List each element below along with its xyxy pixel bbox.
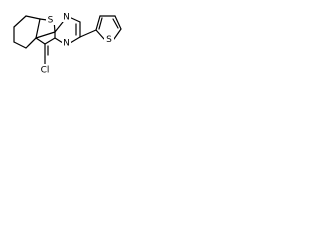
atom-label-chlorine: Cl <box>41 66 50 76</box>
pyrimidine-ring <box>35 16 81 58</box>
bond <box>113 28 122 40</box>
bond <box>95 15 101 31</box>
atom-label-sulfur-thiophene: S <box>106 35 112 45</box>
bond <box>27 37 37 47</box>
bond <box>25 15 41 20</box>
label-background <box>46 15 55 25</box>
bond <box>35 18 41 39</box>
bond <box>69 36 81 44</box>
bond <box>98 17 103 30</box>
bond <box>35 37 46 45</box>
label-background <box>104 34 114 44</box>
bond <box>44 37 56 45</box>
chemical-structure-diagram: S N N S Cl <box>13 12 122 76</box>
label-background <box>37 64 53 75</box>
atom-labels: S N N S Cl <box>37 12 114 76</box>
bond <box>95 29 105 40</box>
bond <box>54 21 64 33</box>
label-background <box>62 38 71 48</box>
bond <box>54 37 64 44</box>
bond <box>13 15 27 28</box>
atom-label-sulfur-fused: S <box>48 16 54 26</box>
thiophene-substituent-ring <box>95 15 122 40</box>
bond-to-thiophene <box>79 29 97 38</box>
label-background <box>62 12 71 22</box>
atom-label-nitrogen-side: N <box>63 39 70 49</box>
bond <box>39 18 48 21</box>
bond <box>35 31 56 39</box>
bond <box>114 15 122 30</box>
bond <box>13 41 27 49</box>
atom-label-nitrogen-top: N <box>63 13 70 23</box>
cyclopentane-ring <box>13 15 27 49</box>
bond <box>112 18 119 29</box>
substituent-bonds <box>44 29 97 65</box>
